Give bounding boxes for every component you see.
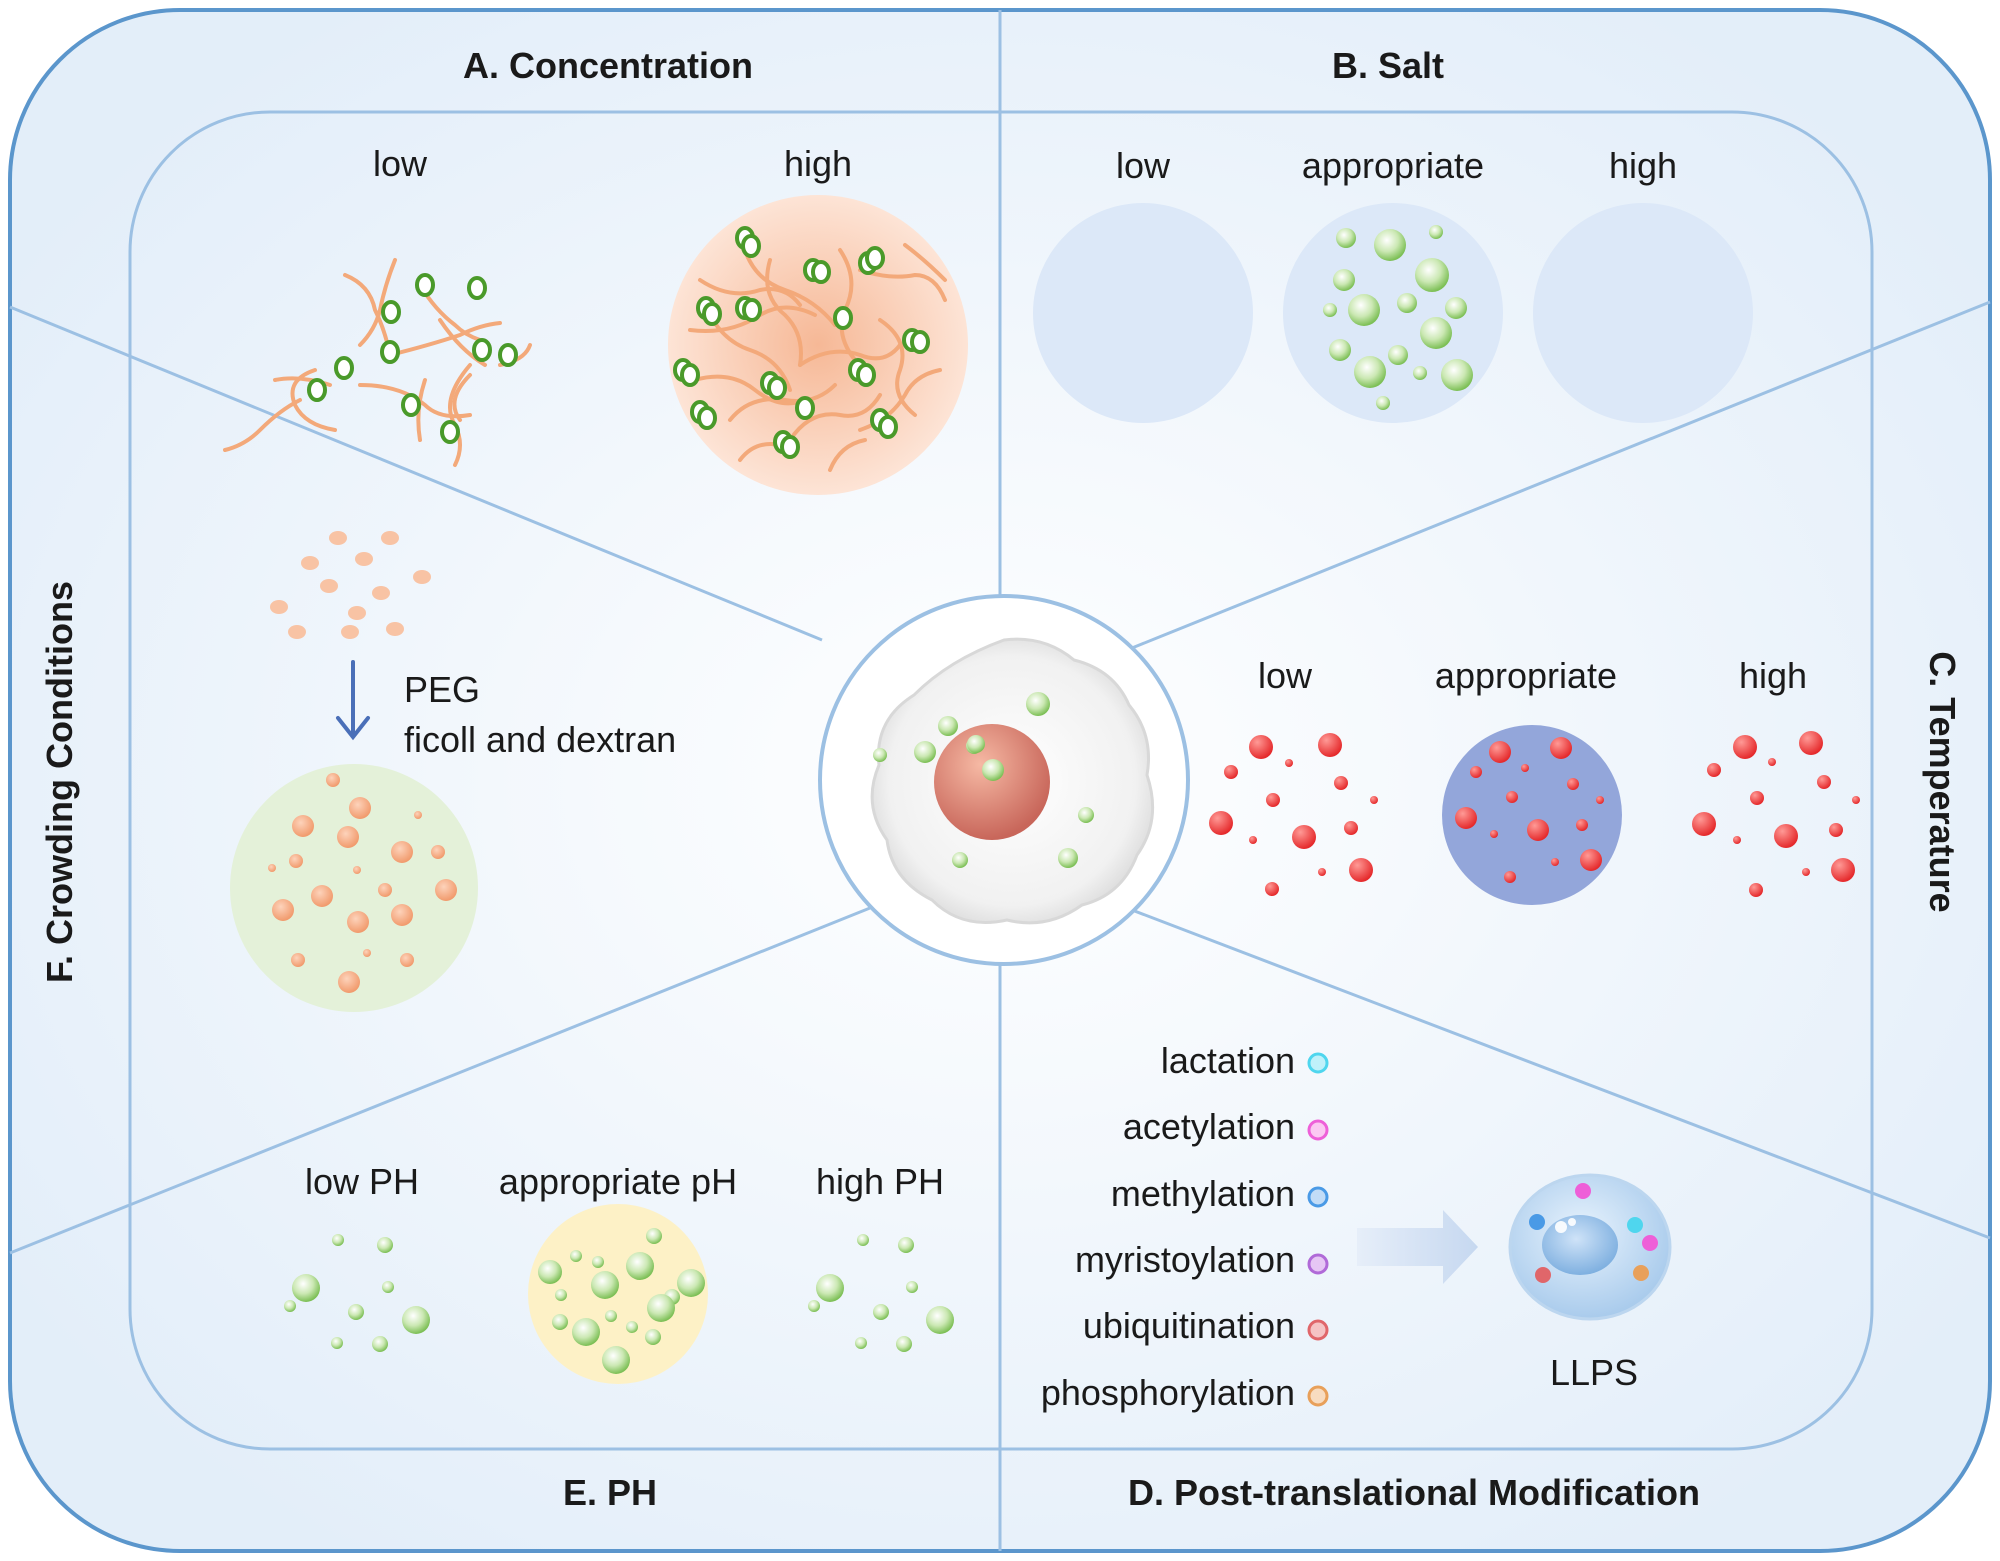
concentration-low-label: low xyxy=(373,143,428,184)
ptm-marker-methylation xyxy=(1307,1186,1329,1208)
panel-c-title: C. Temperature xyxy=(1922,651,1963,912)
crowding-agent-peg: PEG xyxy=(404,669,480,710)
high-concentration-droplet xyxy=(668,195,968,495)
ptm-myristoylation-label: myristoylation xyxy=(1075,1239,1295,1280)
ptm-marker-myristoylation xyxy=(1307,1253,1329,1275)
salt-low-label: low xyxy=(1116,145,1171,186)
panel-d-title: D. Post-translational Modification xyxy=(1128,1472,1700,1513)
temperature-low-label: low xyxy=(1258,655,1313,696)
salt-appropriate-droplet xyxy=(1283,203,1503,423)
concentration-high-label: high xyxy=(784,143,852,184)
crowding-arrow xyxy=(336,660,370,741)
panel-b-title: B. Salt xyxy=(1332,45,1444,86)
ptm-marker-ubiquitination xyxy=(1307,1319,1329,1341)
salt-appropriate-label: appropriate xyxy=(1302,145,1484,186)
low-concentration-molecules xyxy=(223,258,532,467)
temperature-appropriate-label: appropriate xyxy=(1435,655,1617,696)
panel-f-title: F. Crowding Conditions xyxy=(39,581,80,983)
temperature-appropriate-droplet xyxy=(1442,725,1622,905)
ph-low-label: low PH xyxy=(305,1161,419,1202)
ptm-marker-acetylation xyxy=(1307,1119,1329,1141)
crowding-agent-ficoll-dextran: ficoll and dextran xyxy=(404,719,676,760)
salt-high-circle xyxy=(1533,203,1753,423)
temperature-high-label: high xyxy=(1739,655,1807,696)
ptm-acetylation-label: acetylation xyxy=(1123,1106,1295,1147)
ph-high-droplets xyxy=(808,1234,954,1352)
ptm-methylation-label: methylation xyxy=(1111,1173,1295,1214)
ptm-marker-lactation xyxy=(1307,1052,1329,1074)
ph-appropriate-label: appropriate pH xyxy=(499,1161,737,1202)
divider-lines xyxy=(9,10,1991,1551)
ptm-markers xyxy=(1307,1052,1329,1407)
salt-low-circle xyxy=(1033,203,1253,423)
ptm-lactation-label: lactation xyxy=(1161,1040,1295,1081)
ph-low-droplets xyxy=(284,1234,430,1352)
salt-high-label: high xyxy=(1609,145,1677,186)
panel-a-title: A. Concentration xyxy=(463,45,753,86)
temperature-high-droplets xyxy=(1692,731,1860,897)
llps-cell xyxy=(1508,1173,1672,1321)
ph-high-label: high PH xyxy=(816,1161,944,1202)
panel-e-title: E. PH xyxy=(563,1472,657,1513)
ptm-arrow xyxy=(1357,1210,1478,1284)
ph-appropriate-droplet xyxy=(528,1204,708,1384)
crowding-dispersed-droplets xyxy=(270,531,431,639)
ptm-marker-phosphorylation xyxy=(1307,1385,1329,1407)
center-cell xyxy=(818,594,1190,966)
ptm-ubiquitination-label: ubiquitination xyxy=(1083,1305,1295,1346)
llps-label: LLPS xyxy=(1550,1352,1638,1393)
crowding-droplet xyxy=(230,764,478,1012)
ptm-phosphorylation-label: phosphorylation xyxy=(1041,1372,1295,1413)
temperature-low-droplets xyxy=(1209,733,1378,896)
